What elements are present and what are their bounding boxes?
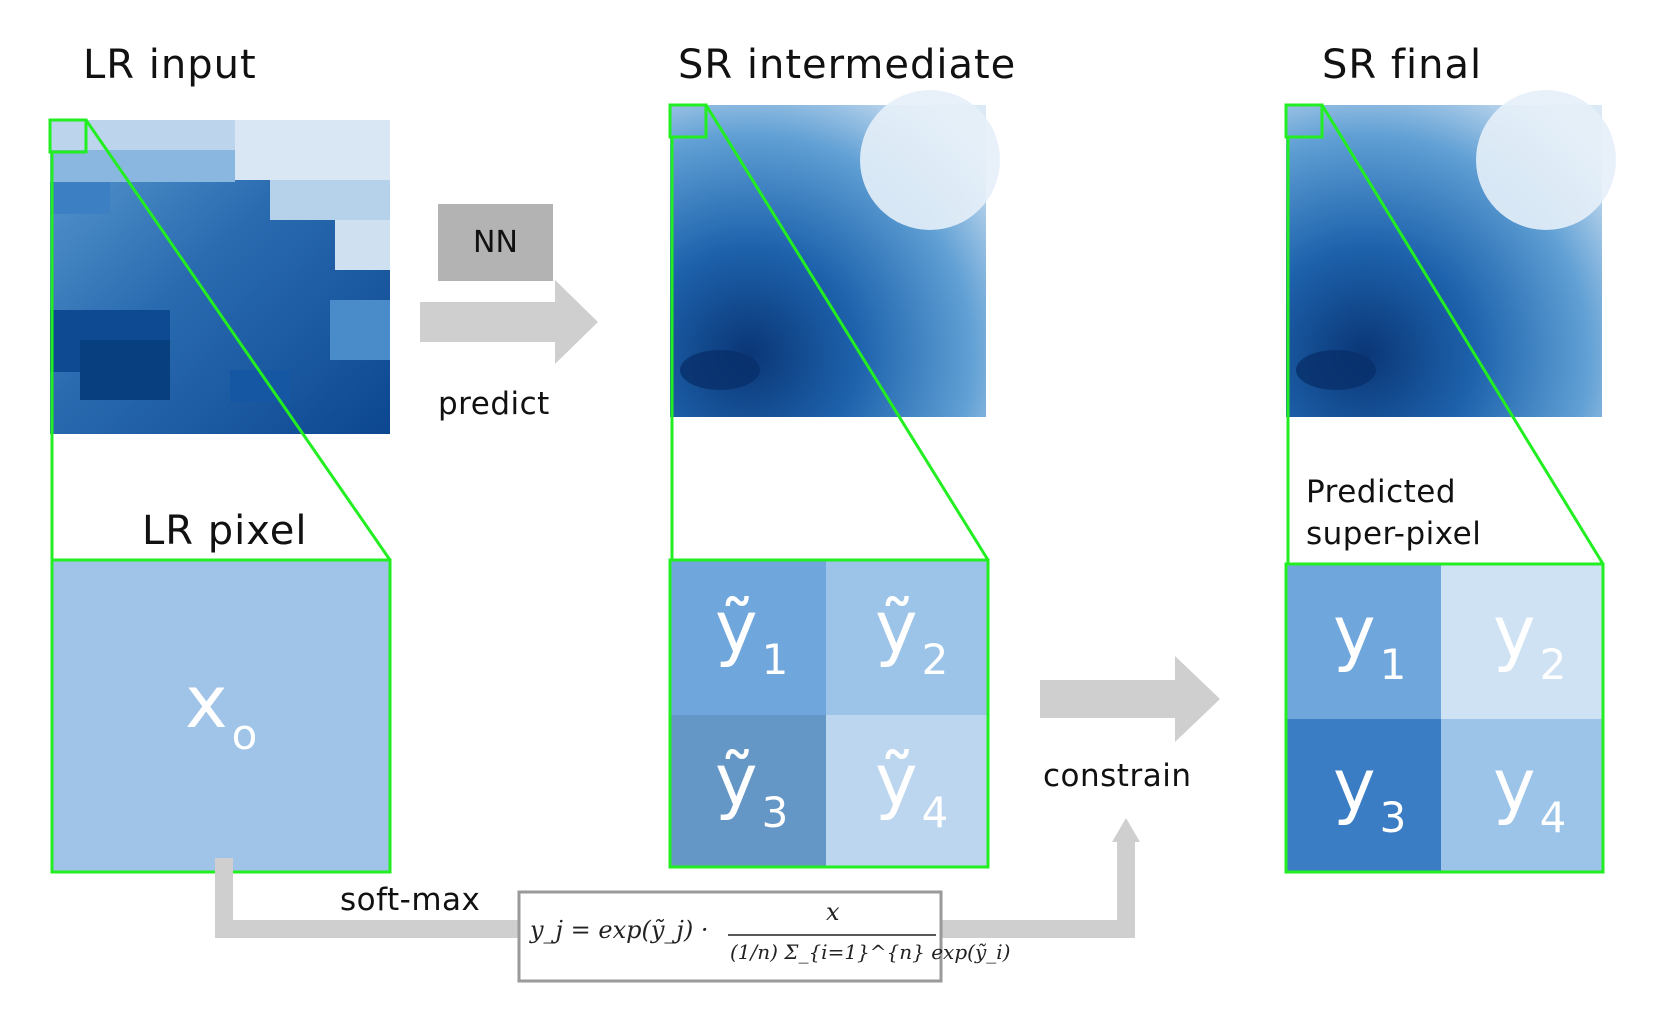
- zoom-indicators: [48, 103, 1605, 565]
- final-cell-4: y4: [1493, 743, 1567, 842]
- nn-box: NN: [438, 204, 553, 281]
- intermediate-superpixel-grid: [668, 558, 990, 869]
- formula-denominator: (1/n) Σ_{i=1}^{n} exp(ỹ_i): [730, 940, 1011, 964]
- intermediate-cell-2: ỹ2: [875, 585, 949, 684]
- constrain-label: constrain: [1043, 758, 1192, 794]
- final-cell-3: y3: [1333, 743, 1407, 842]
- sr-intermediate-image: [670, 90, 1000, 417]
- lr-pixel-label: LR pixel: [142, 508, 308, 554]
- sr-final-image: [1286, 90, 1616, 417]
- softmax-label: soft-max: [340, 882, 481, 918]
- formula-numerator: x: [826, 898, 840, 926]
- lr-input-image: [50, 120, 390, 434]
- predict-arrow: [420, 280, 598, 364]
- final-cell-1: y1: [1333, 590, 1407, 689]
- formula-lhs: y_j = exp(ỹ_j) ·: [530, 916, 709, 944]
- predicted-superpixel-label-line2: super-pixel: [1306, 516, 1482, 552]
- intermediate-cell-1: ỹ1: [715, 585, 789, 684]
- title-sr-intermediate: SR intermediate: [678, 42, 1017, 88]
- final-superpixel-grid: [1284, 562, 1605, 874]
- predicted-superpixel-label-line1: Predicted: [1306, 474, 1457, 510]
- predict-label: predict: [438, 386, 550, 422]
- softmax-connector: [215, 818, 1140, 938]
- intermediate-cell-3: ỹ3: [715, 738, 789, 837]
- title-lr-input: LR input: [83, 42, 257, 88]
- title-sr-final: SR final: [1322, 42, 1483, 88]
- nn-label: NN: [473, 225, 518, 260]
- formula-box: [517, 890, 943, 983]
- lr-pixel-symbol: xo: [185, 660, 258, 759]
- lr-pixel-box: [50, 558, 392, 874]
- final-cell-2: y2: [1493, 590, 1567, 689]
- intermediate-cell-4: ỹ4: [875, 738, 949, 837]
- constrain-arrow: [1040, 656, 1220, 742]
